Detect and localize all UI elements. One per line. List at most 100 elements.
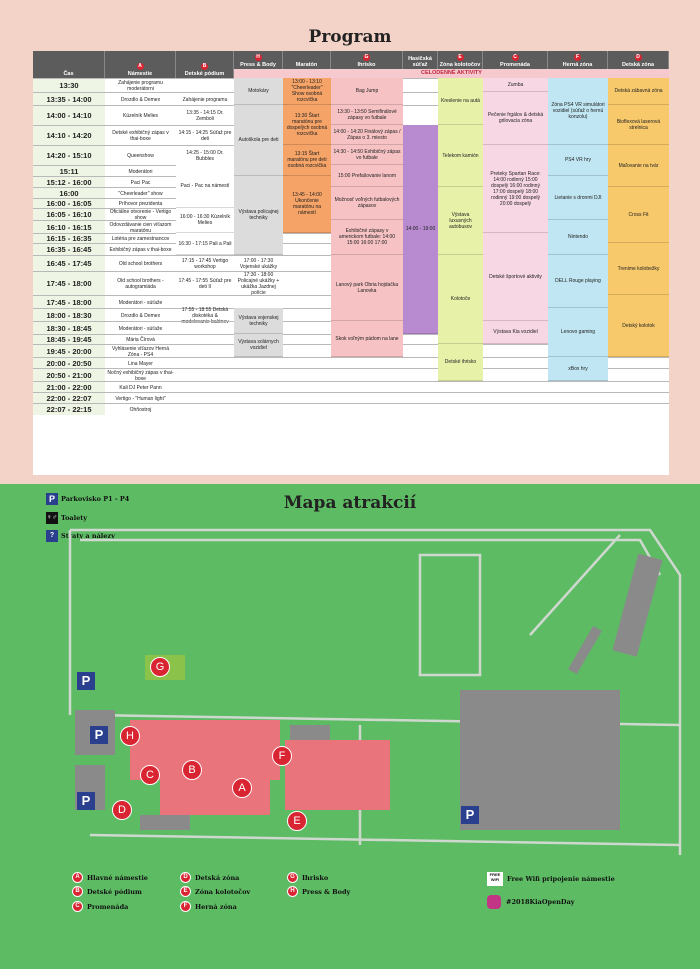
- block-dz-5: Trenime kolobežky: [608, 243, 669, 295]
- cell-namestie: Queenshow: [105, 146, 176, 166]
- block-zk-2: Telekom kamión: [438, 125, 483, 187]
- block-press-motokary: Motokáry: [234, 78, 283, 105]
- cell-time: 18:30 - 18:45: [33, 322, 105, 335]
- cell-time: 22:00 - 22:07: [33, 393, 105, 404]
- block-podium-kuzelnik: 16:00 - 16:30 Kúzelník Melies: [176, 208, 234, 233]
- cell-time: 17:45 - 18:00: [33, 296, 105, 309]
- wifi-legend: FREE WIFI Free Wifi pripojenie námestie: [487, 872, 615, 886]
- block-hz-3: Lietanie s dronmi DJI: [548, 176, 608, 220]
- zone-letter-icon: C: [72, 901, 83, 912]
- lost-and-found-icon: ?: [46, 530, 58, 542]
- col-header-0: Čas: [33, 51, 105, 78]
- cell-time: 20:00 - 20:50: [33, 358, 105, 369]
- zone-letter-icon: B: [201, 63, 208, 70]
- block-dz-2: Bioflexová laserová strelnica: [608, 105, 669, 145]
- parking-p2[interactable]: P: [90, 726, 111, 744]
- block-ih-7: Exhibičné zápasy v americkom futbale: 14…: [331, 220, 403, 255]
- hashtag-legend: #2018KiaOpenDay: [487, 895, 575, 909]
- block-press-vystava-pol: Výstava policajnej techniky: [234, 176, 283, 255]
- cell-time: 16:05 - 16:10: [33, 209, 105, 221]
- block-has-1: 14:00 - 19:00: [403, 125, 438, 334]
- cell-podium: 17:15 - 17:45 Vertigo workshop: [176, 256, 234, 272]
- block-pr-1: Zumba: [483, 78, 548, 92]
- cell-podium: 14:15 - 14:25 Súťaž pre deti: [176, 126, 234, 146]
- block-dz-1: Detská zábavná zóna: [608, 78, 669, 105]
- cell-time: 18:00 - 18:30: [33, 309, 105, 322]
- cell-time: 21:00 - 22:00: [33, 382, 105, 393]
- zone-letter-icon: D: [180, 872, 191, 883]
- marker-a[interactable]: A: [232, 778, 256, 798]
- block-press-vystava-voj: Výstava vojenskej techniky: [234, 308, 283, 334]
- marker-h[interactable]: H: [120, 726, 144, 746]
- cell-namestie: Lina Mayer: [105, 358, 176, 369]
- cell-namestie: Vyhlásenie víťazov Herná Zóna - PS4: [105, 345, 176, 358]
- block-mar-2: 13:30 Štart maratónu pre dospelých osobn…: [283, 105, 331, 145]
- block-mar-4: 13:45 - 14:00 Ukončenie maratónu na náme…: [283, 176, 331, 233]
- block-zk-4: Kolotoče: [438, 255, 483, 344]
- marker-d[interactable]: D: [112, 800, 136, 820]
- all-day-band: CELODENNÉ AKTIVITY: [234, 69, 669, 78]
- cell-namestie: Drozdlo & Demex: [105, 93, 176, 106]
- block-hz-2: PS4 VR hry: [548, 145, 608, 176]
- marker-b[interactable]: B: [182, 760, 206, 780]
- block-zk-5: Detské ihrisko: [438, 344, 483, 381]
- cell-namestie: "Cheerleader" show: [105, 188, 176, 199]
- legend-parking: P Parkovisko P1 - P4: [46, 493, 129, 505]
- block-hz-7: xBox hry: [548, 357, 608, 381]
- block-zk-1: Kreslenie na autá: [438, 78, 483, 125]
- cell-time: 15:11: [33, 166, 105, 177]
- parking-p1[interactable]: P: [77, 672, 98, 690]
- zone-letter-icon: A: [136, 63, 144, 70]
- parking-p3[interactable]: P: [77, 792, 98, 810]
- block-hz-5: DELL Rouge playing: [548, 255, 608, 308]
- cell-time: 22:07 - 22:15: [33, 404, 105, 415]
- block-pr-3: Preteky Spartan Race: 14:00 rodinný 15:0…: [483, 145, 548, 233]
- zone-letter-icon: F: [180, 901, 191, 912]
- cell-time: 16:35 - 16:45: [33, 244, 105, 256]
- col-header-6: Hasičská súťaž: [403, 51, 438, 69]
- block-mar-1: 13:00 - 13:10 "Cheerleader" Show osobná …: [283, 78, 331, 105]
- cell-namestie: Zahájenie programu moderátorni: [105, 79, 176, 93]
- block-ih-9: Skok voľným pádom na lane: [331, 321, 403, 357]
- marker-g[interactable]: G: [150, 657, 174, 677]
- cell-time: 13:30: [33, 79, 105, 93]
- zone-letter-icon: A: [72, 872, 83, 883]
- marker-e[interactable]: E: [287, 811, 311, 831]
- cell-time: 15:12 - 16:00: [33, 177, 105, 188]
- block-podium-pacipac: Paci - Pac na námestí: [176, 165, 234, 208]
- cell-namestie: Paci Pac: [105, 177, 176, 188]
- cell-namestie: Drozdlo & Demex: [105, 309, 176, 322]
- block-pr-5: Výstava Kia vozidiel: [483, 321, 548, 344]
- cell-namestie: Moderátori - súťaže: [105, 322, 176, 335]
- marker-f[interactable]: F: [272, 746, 296, 766]
- cell-namestie: Detské exhibičný zápas v thai-boxe: [105, 126, 176, 146]
- legend-toilets: ♀♂ Toalety: [46, 512, 88, 524]
- cell-namestie: Lotéria pre zamestnancov: [105, 234, 176, 244]
- block-podium-palipali: 16:30 - 17:15 Pali a Pali: [176, 233, 234, 255]
- parking-p4[interactable]: P: [461, 806, 482, 824]
- block-hz-4: Nintendo: [548, 220, 608, 255]
- block-dz-4: Cross Fit: [608, 187, 669, 243]
- cell-namestie: Príhovor prezidenta: [105, 199, 176, 209]
- site-map: [68, 528, 682, 855]
- instagram-icon: [487, 895, 501, 909]
- zone-letter-icon: H: [254, 54, 262, 61]
- marker-c[interactable]: C: [140, 765, 164, 785]
- cell-time: 16:45 - 17:45: [33, 256, 105, 272]
- cell-namestie: Ohňostroj: [105, 404, 176, 415]
